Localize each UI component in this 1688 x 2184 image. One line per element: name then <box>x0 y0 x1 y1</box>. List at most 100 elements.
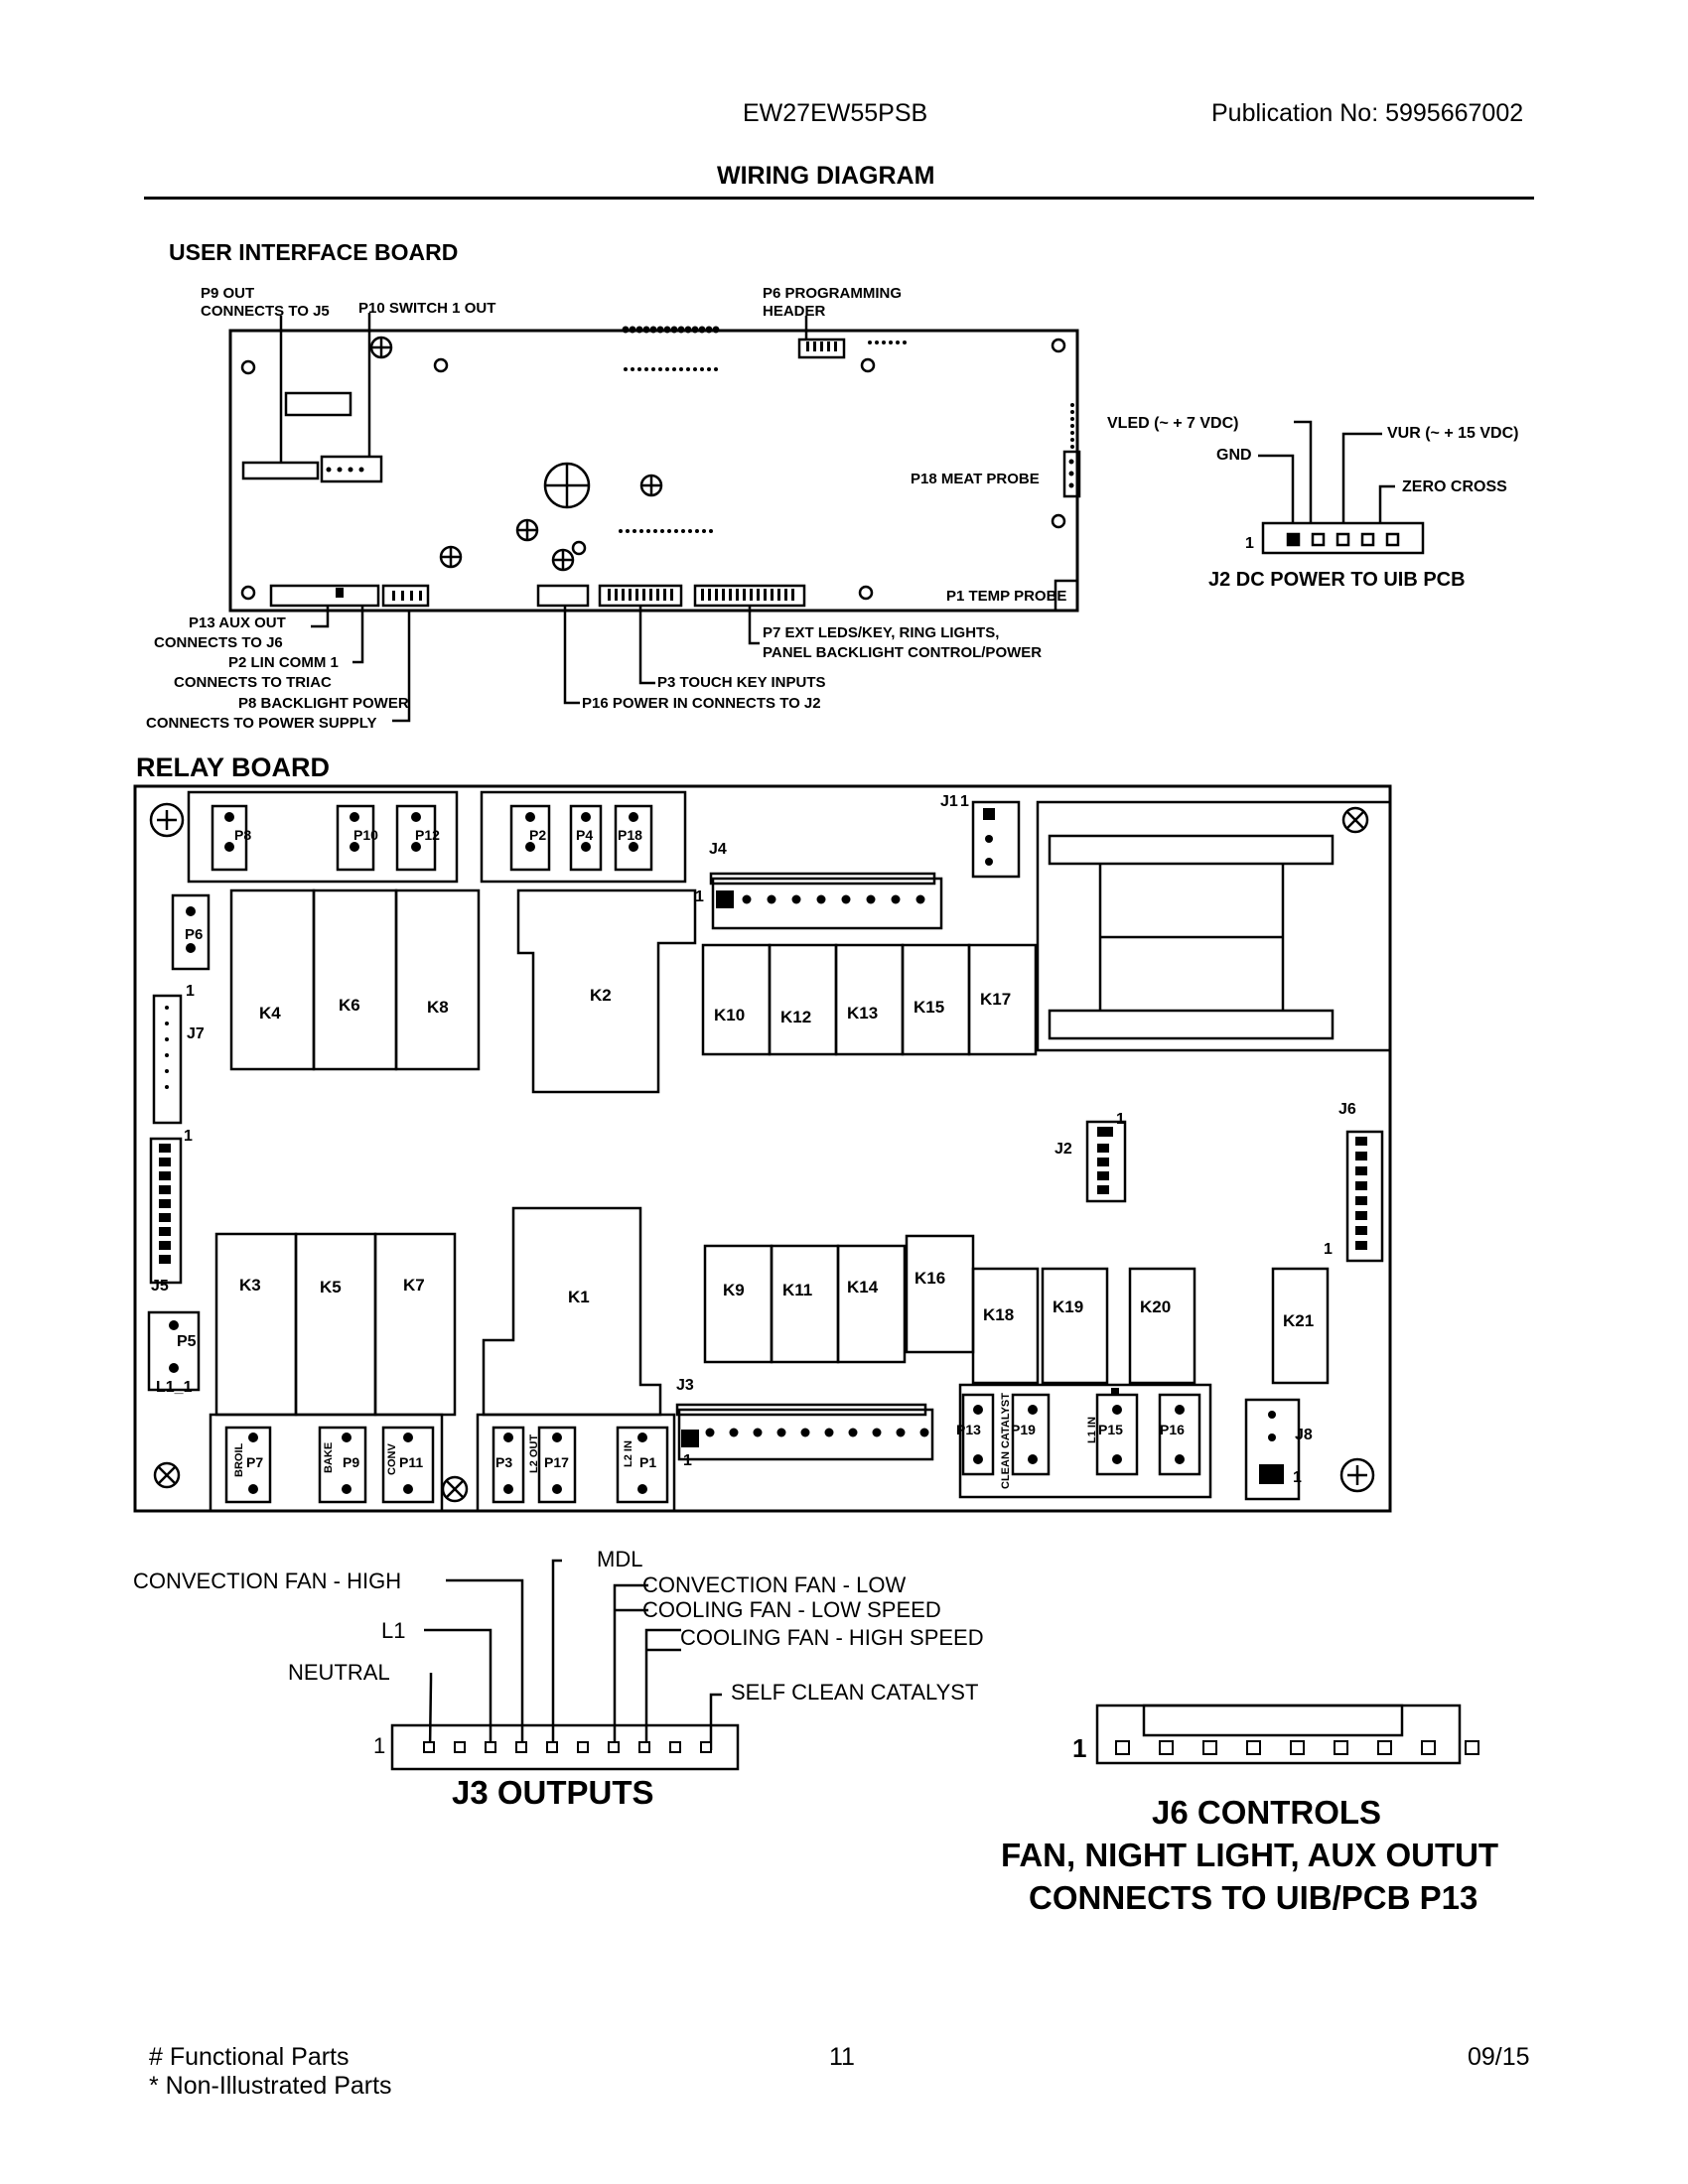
pin-dot <box>403 1484 413 1494</box>
pin-block <box>1097 1127 1113 1137</box>
pin-dot <box>1070 424 1074 428</box>
pin-dot <box>644 367 648 371</box>
pin-dot <box>635 326 643 334</box>
pin-square <box>1159 1740 1174 1755</box>
pin-dot <box>903 341 907 344</box>
pin-dot <box>667 529 671 533</box>
relay-k12: K12 <box>780 1008 811 1026</box>
neutral-label: NEUTRAL <box>288 1660 390 1685</box>
pin-block <box>1097 1171 1109 1180</box>
pin-dot <box>186 943 196 953</box>
pin-dot <box>1070 410 1074 414</box>
conv-label: CONV <box>386 1443 398 1475</box>
pin-block <box>1097 1144 1109 1153</box>
l1-1-label: L1_1 <box>156 1379 193 1396</box>
pin-dot <box>1070 438 1074 442</box>
pin-block <box>635 589 638 601</box>
pin-dot <box>248 1484 258 1494</box>
pin-block <box>701 589 704 601</box>
pin-dot <box>985 858 993 866</box>
pin-dot <box>337 467 343 473</box>
pin-block <box>159 1227 171 1236</box>
footer-date: 09/15 <box>1468 2043 1530 2071</box>
relay-j5: J5 <box>151 1278 169 1295</box>
mdl-label: MDL <box>597 1547 642 1571</box>
pin-dot <box>1070 417 1074 421</box>
relay-j3-pin1: 1 <box>683 1452 692 1469</box>
pin-dot <box>705 1428 715 1437</box>
pin-dot <box>1175 1405 1185 1415</box>
pin-dot <box>672 367 676 371</box>
pin-dot <box>677 326 685 334</box>
pin-block <box>757 589 760 601</box>
pin-dot <box>656 326 664 334</box>
pin-block <box>642 589 645 601</box>
publication-number: Publication No: 5995667002 <box>1211 99 1524 127</box>
pin-square <box>577 1741 589 1753</box>
relay-board[interactable] <box>133 784 1392 1513</box>
pin-dot <box>712 326 720 334</box>
pin-dot <box>684 326 692 334</box>
pin-dot <box>639 529 643 533</box>
pin-dot <box>165 1006 169 1010</box>
pin-block <box>681 1430 699 1447</box>
relay-k10: K10 <box>714 1006 745 1024</box>
pin-dot <box>350 812 359 822</box>
pin-block <box>764 589 767 601</box>
plug-p8: P8 <box>234 827 251 843</box>
pin-block <box>1097 1158 1109 1166</box>
l1-label: L1 <box>381 1618 405 1643</box>
page-title: WIRING DIAGRAM <box>717 162 935 190</box>
relay-j2: J2 <box>1055 1141 1072 1158</box>
relay-k15: K15 <box>914 998 944 1017</box>
model-number: EW27EW55PSB <box>743 99 928 127</box>
p2-label: P2 LIN COMM 1 <box>228 654 339 671</box>
p1-label: P1 TEMP PROBE <box>946 588 1066 605</box>
relay-k20: K20 <box>1140 1297 1171 1316</box>
pin-dot <box>653 529 657 533</box>
pin-dot <box>169 1320 179 1330</box>
relay-j1: J1 <box>940 793 958 810</box>
pin-dot <box>973 1454 983 1464</box>
pin-dot <box>637 1433 647 1442</box>
cooling-fan-low-label: COOLING FAN - LOW SPEED <box>642 1597 941 1622</box>
pin-dot <box>688 529 692 533</box>
pin-block <box>722 589 725 601</box>
p7-label-2: PANEL BACKLIGHT CONTROL/POWER <box>763 644 1042 661</box>
pin-square <box>1421 1740 1436 1755</box>
pin-block <box>791 589 794 601</box>
plug-p3: P3 <box>495 1454 512 1470</box>
pin-block <box>1355 1166 1367 1175</box>
pin-block <box>159 1185 171 1194</box>
pin-dot <box>872 1428 882 1437</box>
pin-dot <box>1070 445 1074 449</box>
p6-label-2: HEADER <box>763 303 826 320</box>
pin-dot <box>629 812 638 822</box>
pin-dot <box>624 367 628 371</box>
pin-square <box>608 1741 620 1753</box>
plug-p13: P13 <box>956 1422 981 1437</box>
pin-block <box>771 589 774 601</box>
pin-dot <box>1112 1454 1122 1464</box>
pin-dot <box>693 367 697 371</box>
relay-j4-pin1: 1 <box>695 888 704 905</box>
relay-labels: K4 K6 K8 K2 K10 K12 K13 K15 K17 K3 K5 K7… <box>239 986 1314 1330</box>
l1-in-label: L1 IN <box>1086 1417 1098 1443</box>
relay-j1-pin1: 1 <box>960 793 969 810</box>
pin-dot <box>848 1428 858 1437</box>
pin-dot <box>637 367 641 371</box>
relay-j3: J3 <box>676 1377 694 1394</box>
relay-vertical-labels: BROIL BAKE CONV L2 OUT L2 IN L1 IN CLEAN… <box>233 1393 1098 1489</box>
relay-j6-pin1: 1 <box>1324 1241 1333 1258</box>
pin-block <box>392 591 395 601</box>
relay-k11: K11 <box>782 1281 812 1299</box>
p10-label: P10 SWITCH 1 OUT <box>358 300 495 317</box>
p2-label-2: CONNECTS TO TRIAC <box>174 674 332 691</box>
pin-dot <box>866 894 876 904</box>
relay-j8-pin1: 1 <box>1293 1469 1302 1486</box>
pin-dot <box>1070 403 1074 407</box>
relay-k1: K1 <box>568 1288 590 1306</box>
j6-subtitle: FAN, NIGHT LIGHT, AUX OUTUT <box>1001 1837 1498 1873</box>
gnd-label: GND <box>1216 447 1252 464</box>
vur-label: VUR (~ + 15 VDC) <box>1387 425 1518 442</box>
